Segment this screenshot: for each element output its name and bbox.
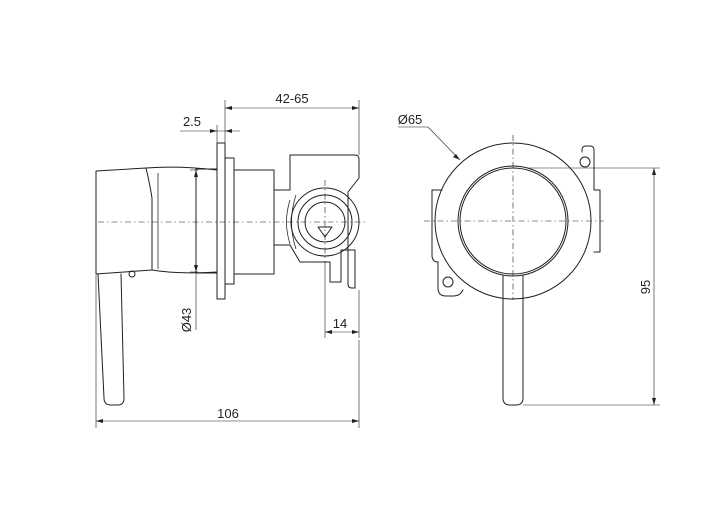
side-dimensions: 42-65 2.5 Ø43 14 106 — [95, 91, 360, 428]
dim-depth-range: 42-65 — [275, 91, 308, 106]
side-port-stem — [317, 226, 333, 238]
dim-body-diameter: Ø43 — [179, 308, 194, 333]
dim-plate-diameter: Ø65 — [398, 112, 423, 127]
front-bracket-lugs — [431, 145, 601, 297]
side-lever-pivot — [128, 270, 136, 278]
dim-total-depth: 106 — [217, 406, 239, 421]
dim-outlet-offset: 14 — [333, 316, 347, 331]
side-valve-body — [233, 169, 275, 275]
side-view — [95, 142, 368, 406]
dim-leader-plate-diameter — [427, 126, 461, 161]
front-view — [424, 135, 604, 406]
side-collar — [195, 168, 218, 274]
side-port-arc — [286, 199, 291, 245]
front-lug-hole-top — [579, 156, 591, 168]
side-wall-plate-inner — [224, 157, 235, 285]
side-back-bracket-lower — [273, 244, 301, 263]
side-wall-plate — [216, 142, 226, 300]
front-lever — [502, 275, 524, 406]
side-handle-barrel — [145, 166, 218, 274]
front-dimensions: Ø65 95 — [398, 112, 660, 406]
front-lug-hole-bottom — [442, 276, 454, 288]
side-back-bracket — [289, 154, 360, 289]
dim-total-height: 95 — [638, 280, 653, 294]
side-lever-stem — [97, 273, 125, 406]
dim-plate-thickness: 2.5 — [183, 114, 201, 129]
side-back-bracket-top — [273, 154, 291, 191]
side-handle-head — [95, 167, 153, 275]
